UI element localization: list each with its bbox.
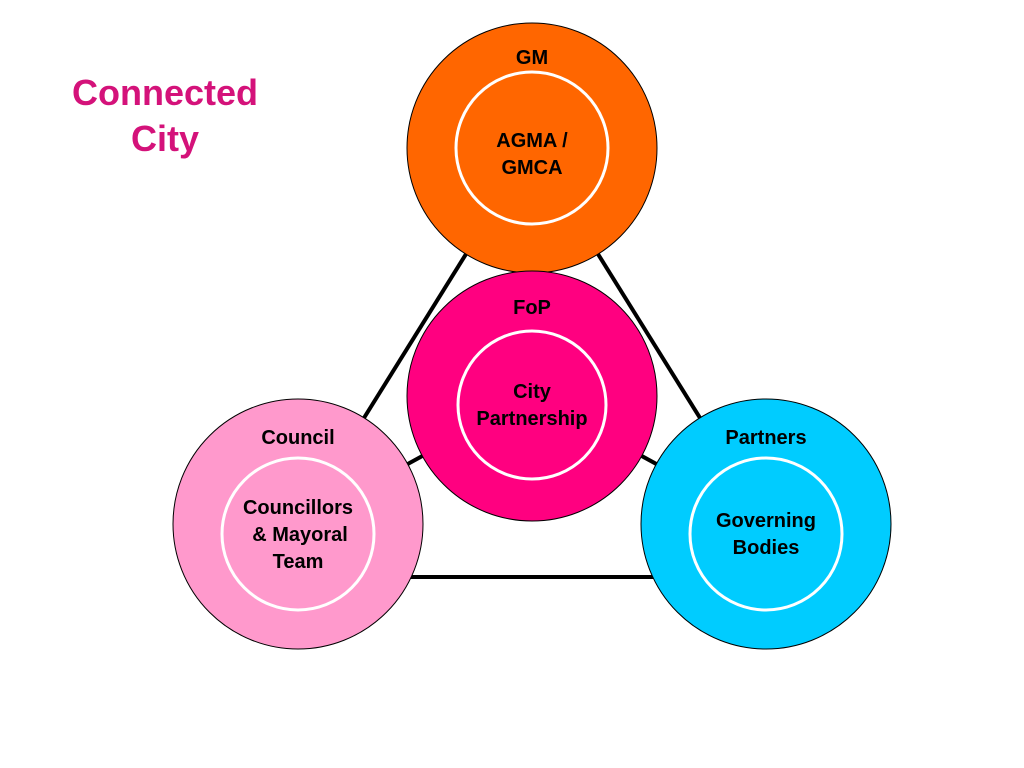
node-partners-inner-line-2: Bodies [733, 537, 800, 559]
node-fop-outer-label: FoP [513, 297, 551, 319]
node-fop-inner-ring [456, 329, 608, 481]
title-line-1: Connected [71, 72, 258, 113]
node-council-outer-label: Council [261, 427, 334, 449]
node-fop-inner-line-1: City [513, 381, 552, 403]
title-line-2: City [130, 118, 199, 159]
node-council-inner-line-3: Team [273, 551, 324, 573]
node-partners-inner-ring [688, 456, 844, 612]
node-council: Council Councillors & Mayoral Team [172, 398, 424, 650]
node-council-outer-circle [172, 398, 424, 650]
node-gm-outer-label: GM [516, 47, 548, 69]
node-council-inner-line-1: Councillors [243, 497, 353, 519]
node-gm-inner-ring [454, 70, 610, 226]
node-council-inner-line-2: & Mayoral [252, 524, 348, 546]
node-partners-outer-label: Partners [725, 427, 806, 449]
node-fop-outer-circle [406, 270, 658, 522]
node-gm-inner-line-1: AGMA / [496, 130, 568, 152]
page-title: Connected City [40, 70, 290, 162]
node-gm: GM AGMA / GMCA [406, 22, 658, 274]
node-partners-inner-line-1: Governing [716, 510, 816, 532]
node-fop: FoP City Partnership [406, 270, 658, 522]
node-fop-inner-line-2: Partnership [476, 408, 587, 430]
node-council-inner-ring [220, 456, 376, 612]
node-gm-inner-line-2: GMCA [501, 157, 562, 179]
node-partners: Partners Governing Bodies [640, 398, 892, 650]
node-partners-outer-circle [640, 398, 892, 650]
